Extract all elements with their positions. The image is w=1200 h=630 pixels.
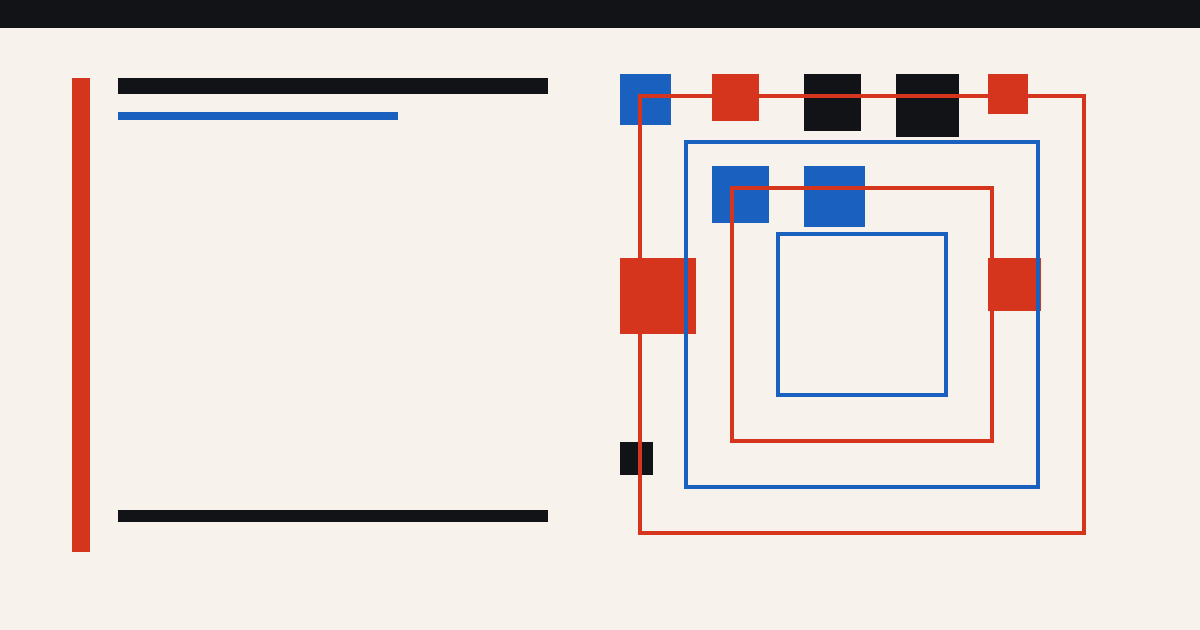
frame-red-outer (638, 94, 1086, 535)
block-black-bottom-left (620, 442, 653, 475)
block-blue-top-1 (620, 74, 671, 125)
footer-bar (118, 510, 548, 522)
block-black-top-4 (896, 74, 959, 137)
headline-bar (118, 78, 548, 94)
block-blue-mid-1 (712, 166, 769, 223)
block-red-right (988, 258, 1041, 311)
frame-red-third (730, 186, 994, 443)
block-blue-mid-2 (804, 166, 865, 227)
block-red-left (620, 258, 696, 334)
frame-blue-inner (776, 232, 948, 397)
subheadline-bar (118, 112, 398, 120)
frame-blue-second (684, 140, 1040, 489)
block-black-top-3 (804, 74, 861, 131)
top-header-bar (0, 0, 1200, 28)
left-accent-bar (72, 78, 90, 552)
